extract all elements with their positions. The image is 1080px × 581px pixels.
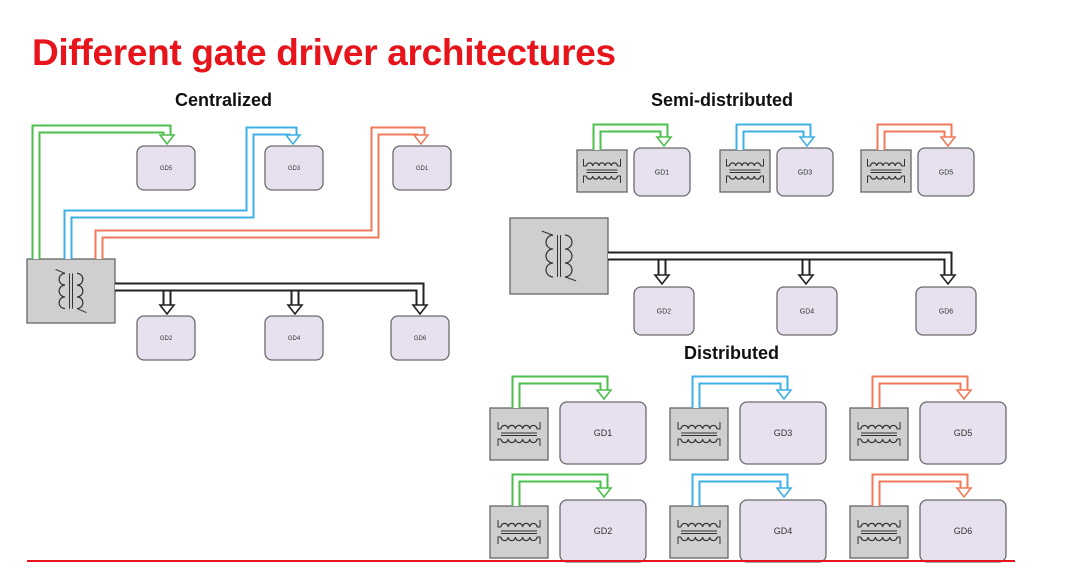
- distributed-gd-gd6: GD6: [919, 499, 1007, 563]
- centralized-wire-blue: [63, 126, 302, 259]
- distributed-supply-transformer-gd1: [489, 407, 549, 461]
- distributed-supply-transformer-gd5: [849, 407, 909, 461]
- distributed-wire-blue-row1: [691, 375, 793, 408]
- semi-top-gd-gd5: GD5: [917, 147, 975, 197]
- centralized-wire-green: [31, 124, 176, 259]
- gd-label: GD1: [594, 428, 613, 438]
- semi-bottom-gd-gd6: GD6: [915, 286, 977, 336]
- gd-label: GD4: [774, 526, 793, 536]
- distributed-supply-transformer-gd4: [669, 505, 729, 559]
- gd-label: GD6: [939, 309, 954, 316]
- semi-wire-green: [592, 123, 673, 150]
- distributed-heading: Distributed: [684, 343, 780, 363]
- gd-label: GD5: [954, 428, 973, 438]
- semi-top-gd-gd1: GD1: [633, 147, 691, 197]
- gd-label: GD4: [288, 336, 301, 342]
- centralized-bottom-gd-gd2: GD2: [136, 315, 196, 361]
- gd-label: GD6: [414, 336, 427, 342]
- semi-supply-transformer-3: [860, 149, 912, 193]
- gd-label: GD2: [657, 309, 672, 316]
- semi-top-gd-gd3: GD3: [776, 147, 834, 197]
- footer-rule: [27, 560, 1015, 562]
- centralized-wire-black-3: [291, 282, 429, 316]
- distributed-wire-blue-row2: [691, 473, 793, 506]
- centralized-wire-black-2: [163, 282, 304, 316]
- distributed-gd-gd1: GD1: [559, 401, 647, 465]
- semi-wire-black-2: [656, 251, 815, 286]
- semi-bottom-gd-gd2: GD2: [633, 286, 695, 336]
- gd-label: GD4: [800, 309, 815, 316]
- gd-label: GD5: [939, 170, 954, 177]
- distributed-wire-green-row2: [511, 473, 613, 506]
- centralized-heading: Centralized: [175, 90, 273, 110]
- gd-label: GD3: [774, 428, 793, 438]
- centralized-top-gd-gd1: GD1: [392, 145, 452, 191]
- distributed-gd-gd5: GD5: [919, 401, 1007, 465]
- gd-label: GD1: [416, 166, 429, 172]
- gd-label: GD2: [594, 526, 613, 536]
- centralized-top-gd-gd5: GD5: [136, 145, 196, 191]
- semi-bottom-gd-gd4: GD4: [776, 286, 838, 336]
- centralized-bottom-gd-gd6: GD6: [390, 315, 450, 361]
- semi-supply-transformer-2: [719, 149, 771, 193]
- page-title: Different gate driver architectures: [32, 32, 616, 73]
- semi-wire-black-3: [800, 251, 957, 286]
- gd-label: GD6: [954, 526, 973, 536]
- gd-label: GD1: [655, 170, 670, 177]
- distributed-gd-gd3: GD3: [739, 401, 827, 465]
- gd-label: GD2: [160, 336, 173, 342]
- distributed-wire-orange-row2: [871, 473, 973, 506]
- centralized-bottom-gd-gd4: GD4: [264, 315, 324, 361]
- semi-distributed-heading: Semi-distributed: [651, 90, 794, 110]
- semi-supply-transformer-1: [576, 149, 628, 193]
- distributed-gd-gd2: GD2: [559, 499, 647, 563]
- distributed-gd-gd4: GD4: [739, 499, 827, 563]
- semi-wire-orange: [876, 123, 957, 150]
- gd-label: GD5: [160, 166, 173, 172]
- gd-label: GD3: [798, 170, 813, 177]
- gd-label: GD3: [288, 166, 301, 172]
- distributed-wire-orange-row1: [871, 375, 973, 408]
- semi-wire-blue: [735, 123, 816, 150]
- distributed-supply-transformer-gd3: [669, 407, 729, 461]
- centralized-transformer: [26, 258, 116, 324]
- semi-central-transformer: [509, 217, 609, 295]
- distributed-supply-transformer-gd6: [849, 505, 909, 559]
- centralized-top-gd-gd3: GD3: [264, 145, 324, 191]
- distributed-wire-green-row1: [511, 375, 613, 408]
- distributed-supply-transformer-gd2: [489, 505, 549, 559]
- centralized-wire-orange: [94, 126, 430, 259]
